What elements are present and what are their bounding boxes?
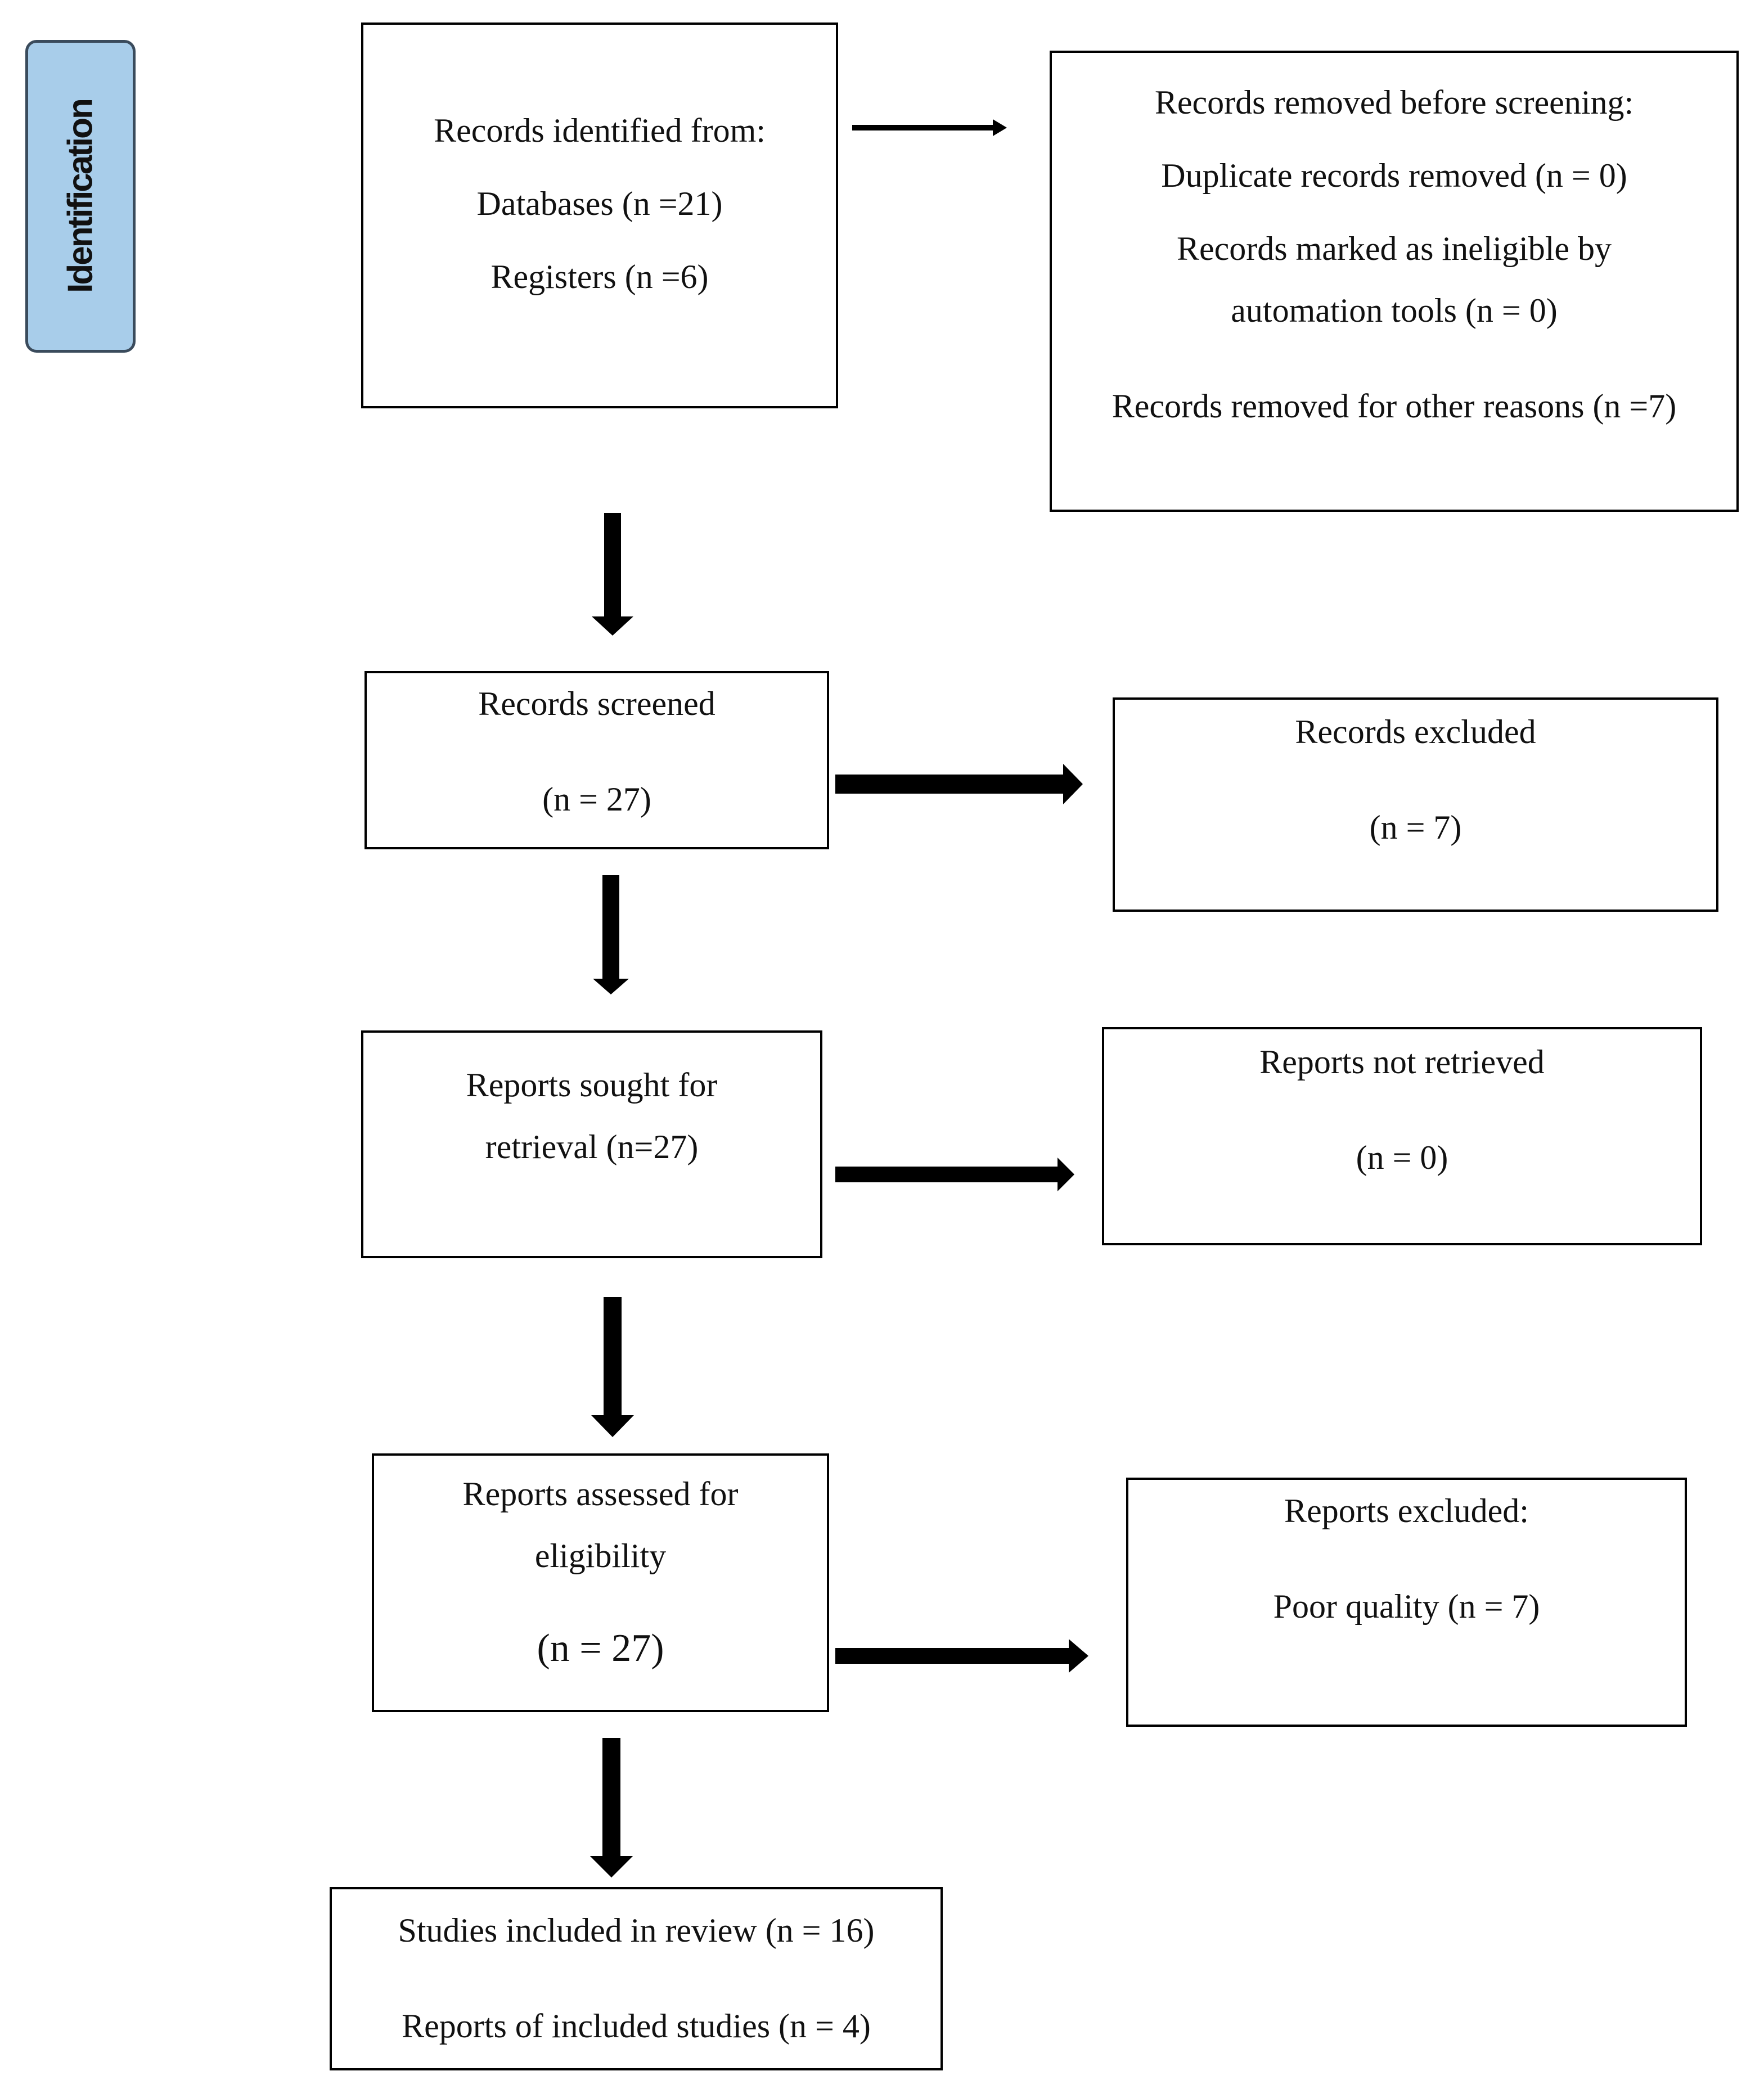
arrow-screened-to-excluded: [835, 764, 1083, 804]
records-excluded-box: Records excluded (n = 7): [1113, 697, 1718, 912]
reports-assessed-line-1: Reports assessed for: [462, 1475, 739, 1512]
reports-assessed-box: Reports assessed for eligibility (n = 27…: [372, 1453, 829, 1712]
arrow-identified-to-removed: [852, 119, 1007, 136]
duplicates-removed: Duplicate records removed (n = 0): [1161, 157, 1627, 194]
arrow-sought-to-not-retrieved: [835, 1158, 1074, 1191]
arrow-assessed-to-included: [590, 1738, 633, 1878]
records-identified-box: Records identified from: Databases (n =2…: [361, 22, 838, 408]
records-excluded-count: (n = 7): [1369, 809, 1462, 846]
reports-sought-line-2: retrieval (n=27): [485, 1128, 699, 1165]
records-identified-title: Records identified from:: [434, 112, 766, 149]
arrow-identified-to-screened: [592, 513, 633, 636]
other-reasons-removed: Records removed for other reasons (n =7): [1112, 388, 1677, 425]
reports-of-included-count: Reports of included studies (n = 4): [402, 2007, 871, 2045]
studies-included-count: Studies included in review (n = 16): [398, 1912, 875, 1949]
reports-assessed-count: (n = 27): [537, 1627, 664, 1670]
records-removed-box: Records removed before screening: Duplic…: [1050, 51, 1739, 512]
records-screened-title: Records screened: [478, 685, 716, 722]
reports-sought-line-1: Reports sought for: [466, 1066, 718, 1104]
poor-quality-count: Poor quality (n = 7): [1273, 1588, 1540, 1625]
ineligible-line-1: Records marked as ineligible by: [1176, 230, 1612, 267]
reports-excluded-title: Reports excluded:: [1284, 1492, 1529, 1529]
stage-tab-identification: Identification: [25, 40, 136, 353]
records-excluded-title: Records excluded: [1295, 713, 1536, 750]
reports-assessed-line-2: eligibility: [534, 1537, 667, 1574]
reports-not-retrieved-box: Reports not retrieved (n = 0): [1102, 1027, 1702, 1245]
reports-excluded-box: Reports excluded: Poor quality (n = 7): [1126, 1478, 1687, 1727]
arrow-assessed-to-reports-excluded: [835, 1639, 1088, 1673]
reports-sought-box: Reports sought for retrieval (n=27): [361, 1030, 822, 1258]
records-screened-count: (n = 27): [542, 781, 651, 818]
databases-count: Databases (n =21): [476, 185, 723, 222]
reports-not-retrieved-title: Reports not retrieved: [1259, 1043, 1545, 1080]
arrow-screened-to-sought: [593, 875, 629, 994]
records-removed-title: Records removed before screening:: [1154, 84, 1634, 121]
arrow-sought-to-assessed: [591, 1297, 634, 1437]
reports-not-retrieved-count: (n = 0): [1356, 1139, 1448, 1176]
studies-included-box: Studies included in review (n = 16) Repo…: [330, 1887, 943, 2070]
registers-count: Registers (n =6): [490, 258, 709, 295]
records-screened-box: Records screened (n = 27): [364, 671, 829, 849]
ineligible-line-2: automation tools (n = 0): [1231, 292, 1558, 329]
